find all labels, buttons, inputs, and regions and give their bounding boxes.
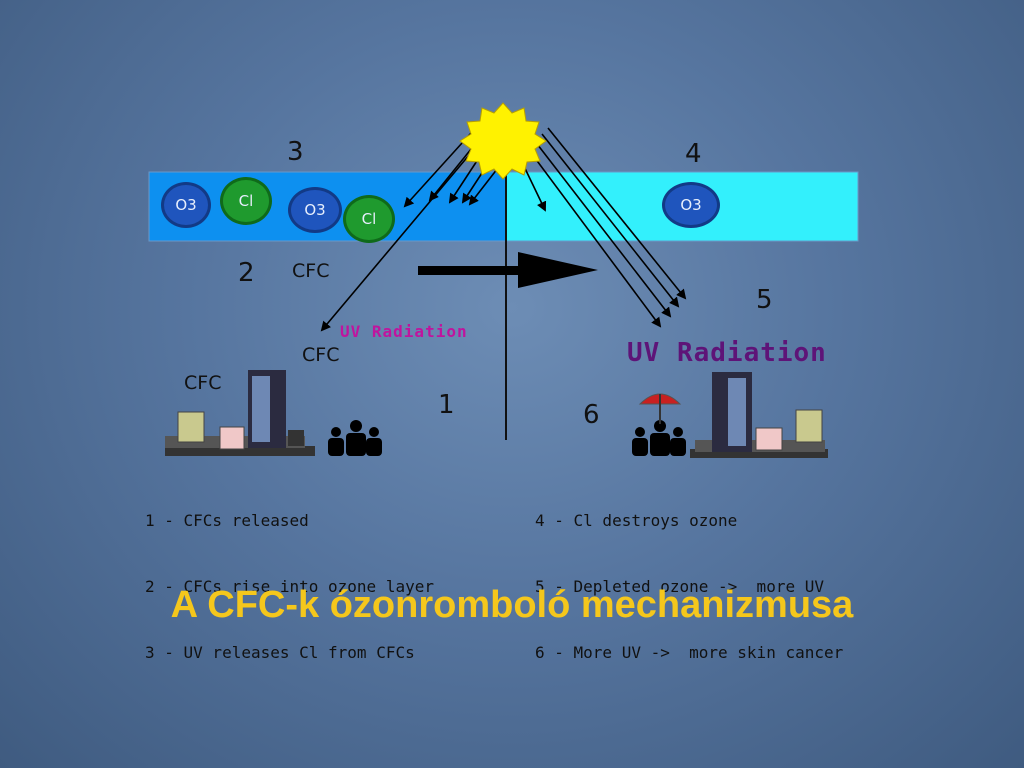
- people-left-icon: [328, 420, 382, 456]
- step-number-4: 4: [685, 139, 702, 169]
- ozone-molecule: O3: [161, 182, 211, 228]
- chlorine-molecule: Cl: [343, 195, 395, 243]
- legend-item: 5 - Depleted ozone -> more UV: [535, 577, 824, 596]
- step-number-6: 6: [583, 400, 600, 430]
- people-right-icon: [632, 420, 686, 456]
- uv-radiation-label-right: UV Radiation: [627, 338, 827, 368]
- legend-item: 1 - CFCs released: [145, 511, 309, 530]
- step-number-5: 5: [756, 285, 773, 315]
- cfc-label-lower: CFC: [184, 372, 222, 394]
- legend-item: 2 - CFCs rise into ozone layer: [145, 577, 434, 596]
- slide-caption: A CFC-k ózonromboló mechanizmusa: [170, 584, 854, 626]
- step-number-1: 1: [438, 390, 455, 420]
- legend-item: 3 - UV releases Cl from CFCs: [145, 643, 415, 662]
- city-left-icon: [165, 370, 315, 456]
- step-number-3: 3: [287, 137, 304, 167]
- uv-radiation-label-left: UV Radiation: [340, 322, 468, 341]
- legend-item: 6 - More UV -> more skin cancer: [535, 643, 844, 662]
- ozone-molecule: O3: [288, 187, 342, 233]
- step-number-2: 2: [238, 258, 255, 288]
- umbrella-icon: [638, 393, 682, 424]
- ozone-depletion-diagram: 3 4 2 5 1 6 O3 Cl O3 Cl O3 CFC CFC CFC U…: [145, 102, 859, 662]
- cfc-label-upper: CFC: [292, 260, 330, 282]
- legend-left: 1 - CFCs released 2 - CFCs rise into ozo…: [145, 466, 434, 708]
- legend-item: 4 - Cl destroys ozone: [535, 511, 738, 530]
- sun-icon: [459, 102, 547, 180]
- ozone-molecule: O3: [662, 182, 720, 228]
- city-right-icon: [690, 372, 828, 458]
- cfc-label-middle: CFC: [302, 344, 340, 366]
- uv-ray-to-left-ground: [320, 147, 476, 332]
- legend-right: 4 - Cl destroys ozone 5 - Depleted ozone…: [535, 466, 843, 708]
- uv-rays-right: [525, 127, 687, 328]
- chlorine-molecule: Cl: [220, 177, 272, 225]
- transport-arrow: [418, 252, 598, 288]
